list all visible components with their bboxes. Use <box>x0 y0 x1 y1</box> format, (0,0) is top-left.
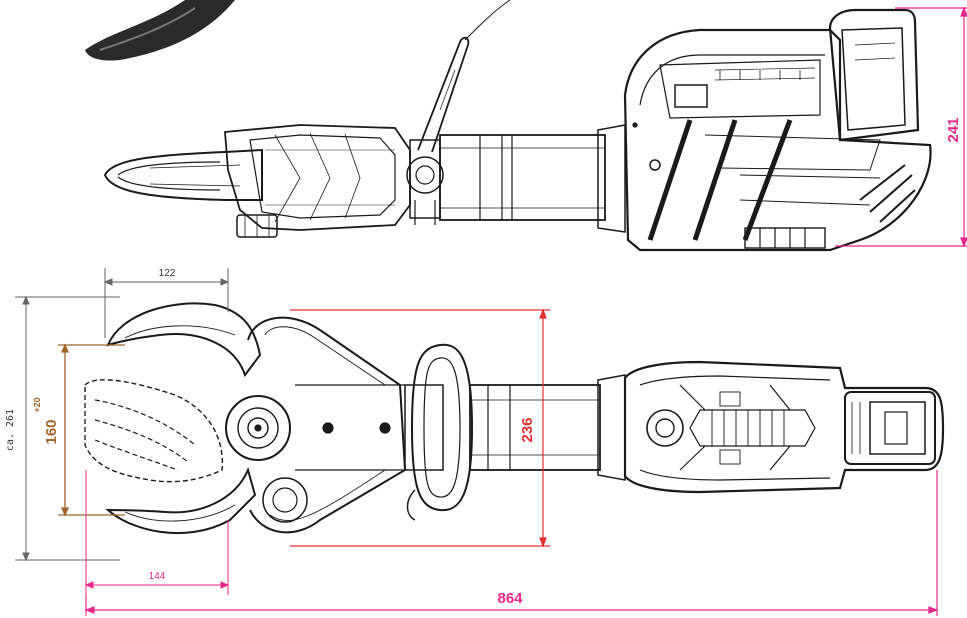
dim-label-160: 160 <box>43 419 60 444</box>
dim-160 <box>58 343 125 517</box>
dim-122 <box>103 268 230 338</box>
dim-label-864: 864 <box>497 590 523 607</box>
dim-label-160-tolerance: +20 <box>32 397 42 412</box>
dim-241 <box>835 6 967 248</box>
dim-144 <box>84 470 230 595</box>
dim-label-236: 236 <box>519 417 536 442</box>
side-view-tool <box>103 0 932 252</box>
dim-label-122: 122 <box>159 268 176 279</box>
dim-label-144: 144 <box>149 571 166 582</box>
top-view-tool <box>84 302 945 534</box>
dim-864 <box>84 470 939 616</box>
dim-label-261: ca. 261 <box>5 409 16 451</box>
corner-blade-detail <box>85 0 235 61</box>
dim-label-241: 241 <box>945 117 962 142</box>
dim-261 <box>15 295 120 562</box>
dim-236 <box>290 308 550 548</box>
